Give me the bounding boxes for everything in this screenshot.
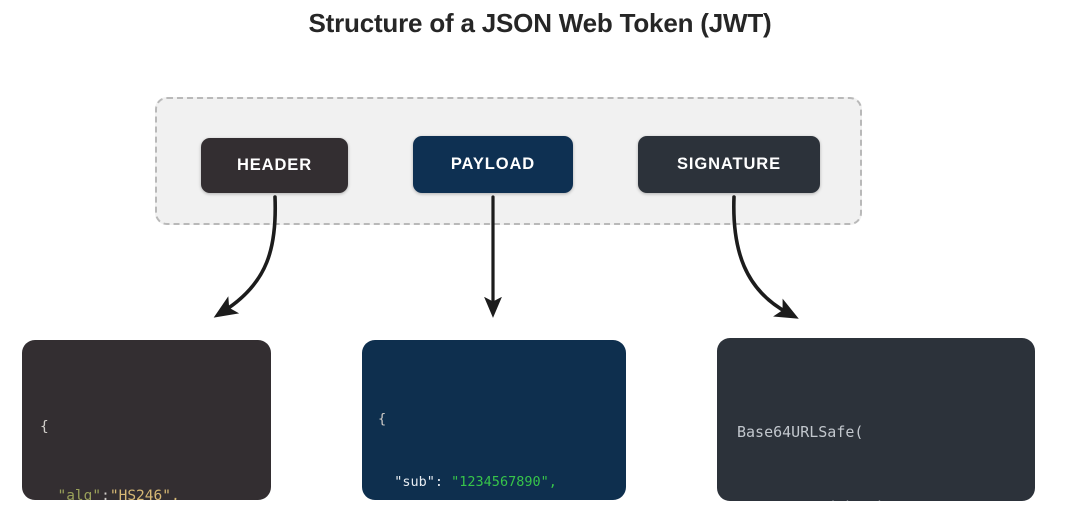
code-line: HMACSHA256(<header>. xyxy=(737,495,1035,501)
part-chip-signature[interactable]: SIGNATURE xyxy=(638,136,820,193)
header-code-box: { "alg":"HS246", "typ":"JWT" } xyxy=(22,340,271,500)
code-line: { xyxy=(40,416,271,439)
code-line: Base64URLSafe( xyxy=(737,423,864,441)
code-line: { xyxy=(378,409,626,430)
json-open-brace: { xyxy=(40,419,49,435)
json-colon: : xyxy=(434,474,452,490)
json-key: "sub" xyxy=(394,474,435,490)
json-comma: , xyxy=(548,474,557,490)
json-value: "HS246" xyxy=(109,488,171,500)
part-chip-payload[interactable]: PAYLOAD xyxy=(413,136,573,193)
json-key: "alg" xyxy=(57,488,102,500)
json-value: "1234567890" xyxy=(451,474,549,490)
json-open-brace: { xyxy=(378,411,387,427)
json-comma: , xyxy=(170,488,180,500)
payload-code-box: { "sub": "1234567890", "name": "George W… xyxy=(362,340,626,500)
code-line: "alg":"HS246", xyxy=(40,485,271,500)
code-line: "sub": "1234567890", xyxy=(378,472,626,493)
part-chip-header[interactable]: HEADER xyxy=(201,138,348,193)
page-title: Structure of a JSON Web Token (JWT) xyxy=(308,8,772,38)
signature-code-box: Base64URLSafe( HMACSHA256(<header>. <pay… xyxy=(717,338,1035,501)
json-colon: : xyxy=(101,488,110,500)
